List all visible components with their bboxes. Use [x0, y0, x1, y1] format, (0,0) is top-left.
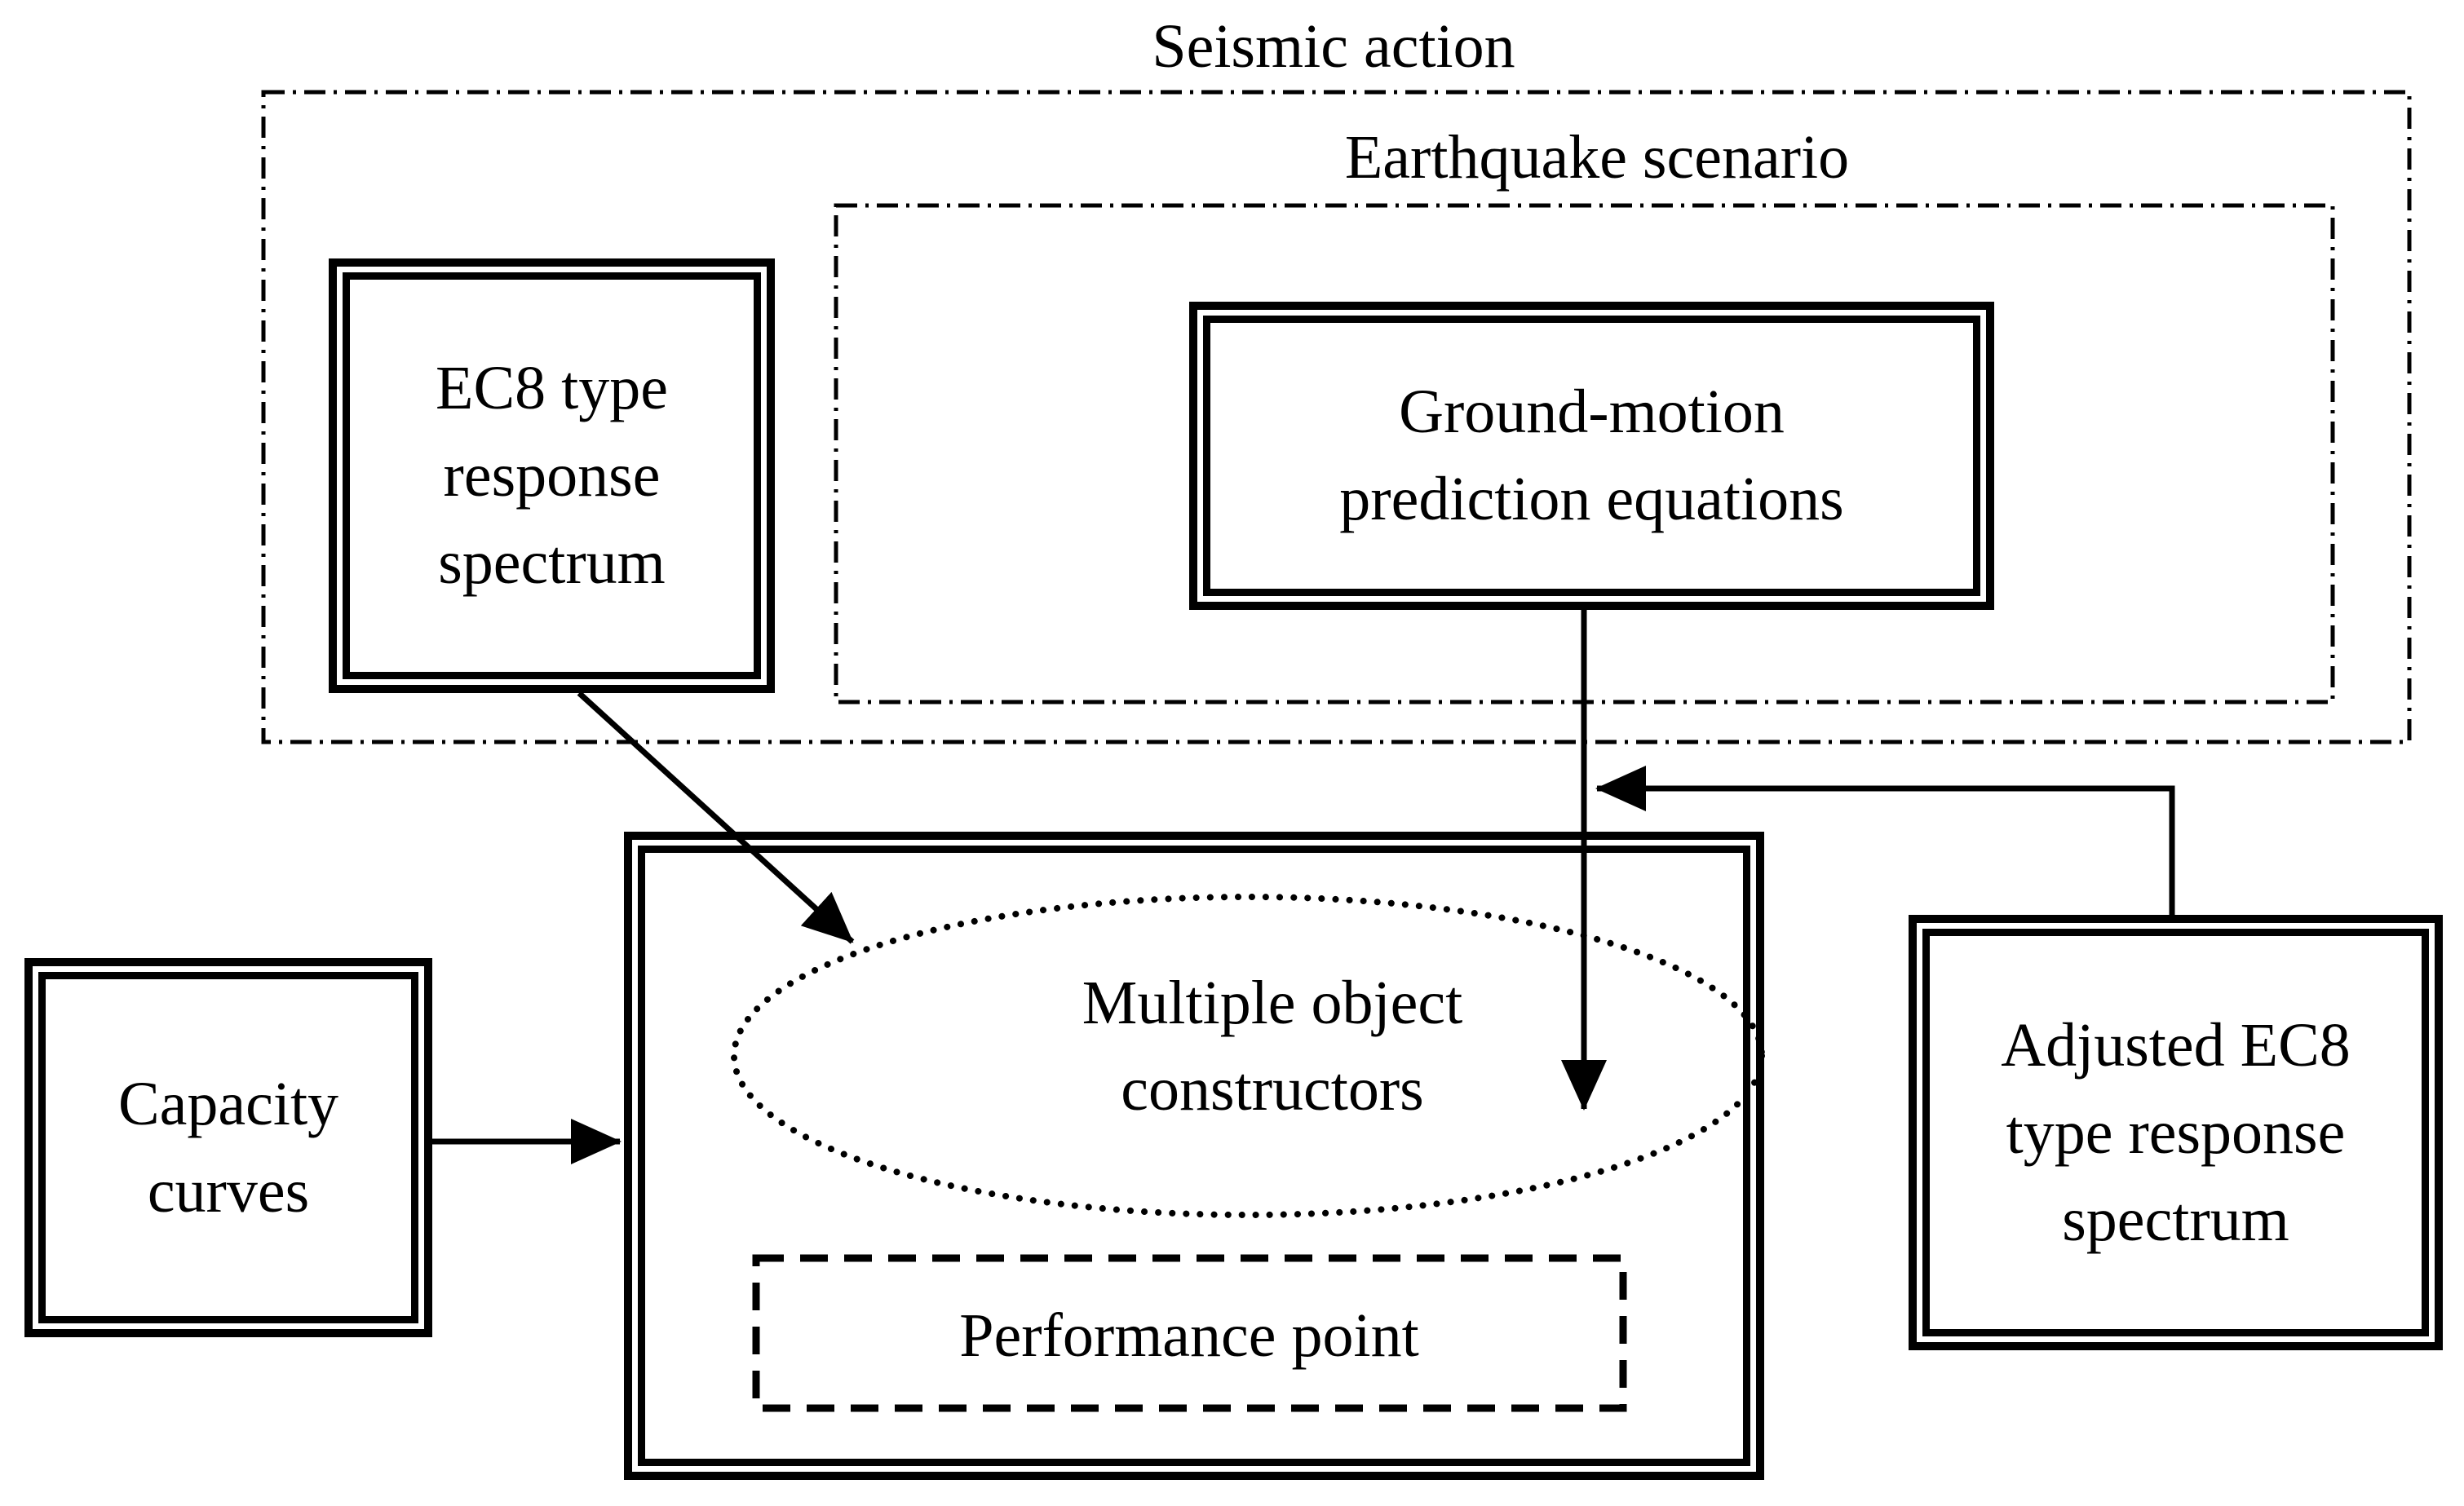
ground-motion-prediction-box: Ground-motion prediction equations	[1189, 302, 1994, 610]
seismic-action-frame	[261, 90, 2412, 744]
seismic-action-title: Seismic action	[1152, 12, 1515, 81]
capacity-curves-label: Capacity curves	[117, 1069, 339, 1226]
performance-point-label: Performance point	[959, 1301, 1419, 1370]
ec8-response-spectrum-label: EC8 type response spectrum	[436, 354, 668, 597]
adjusted-ec8-spectrum-box: Adjusted EC8 type response spectrum	[1909, 915, 2443, 1350]
performance-point-dashed-box	[752, 1254, 1627, 1412]
arrow-ec8-to-constructors	[577, 691, 855, 944]
adjusted-ec8-spectrum-label: Adjusted EC8 type response spectrum	[2001, 1010, 2351, 1254]
ground-motion-prediction-label: Ground-motion prediction equations	[1339, 378, 1844, 533]
capacity-curves-box: Capacity curves	[24, 958, 432, 1337]
constructors-container-box	[624, 832, 1764, 1480]
ec8-response-spectrum-box: EC8 type response spectrum	[329, 258, 775, 693]
constructors-label: Multiple object constructors	[1082, 969, 1463, 1124]
earthquake-scenario-title: Earthquake scenario	[1344, 123, 1850, 192]
arrow-adjusted-feedback	[1595, 766, 2175, 915]
